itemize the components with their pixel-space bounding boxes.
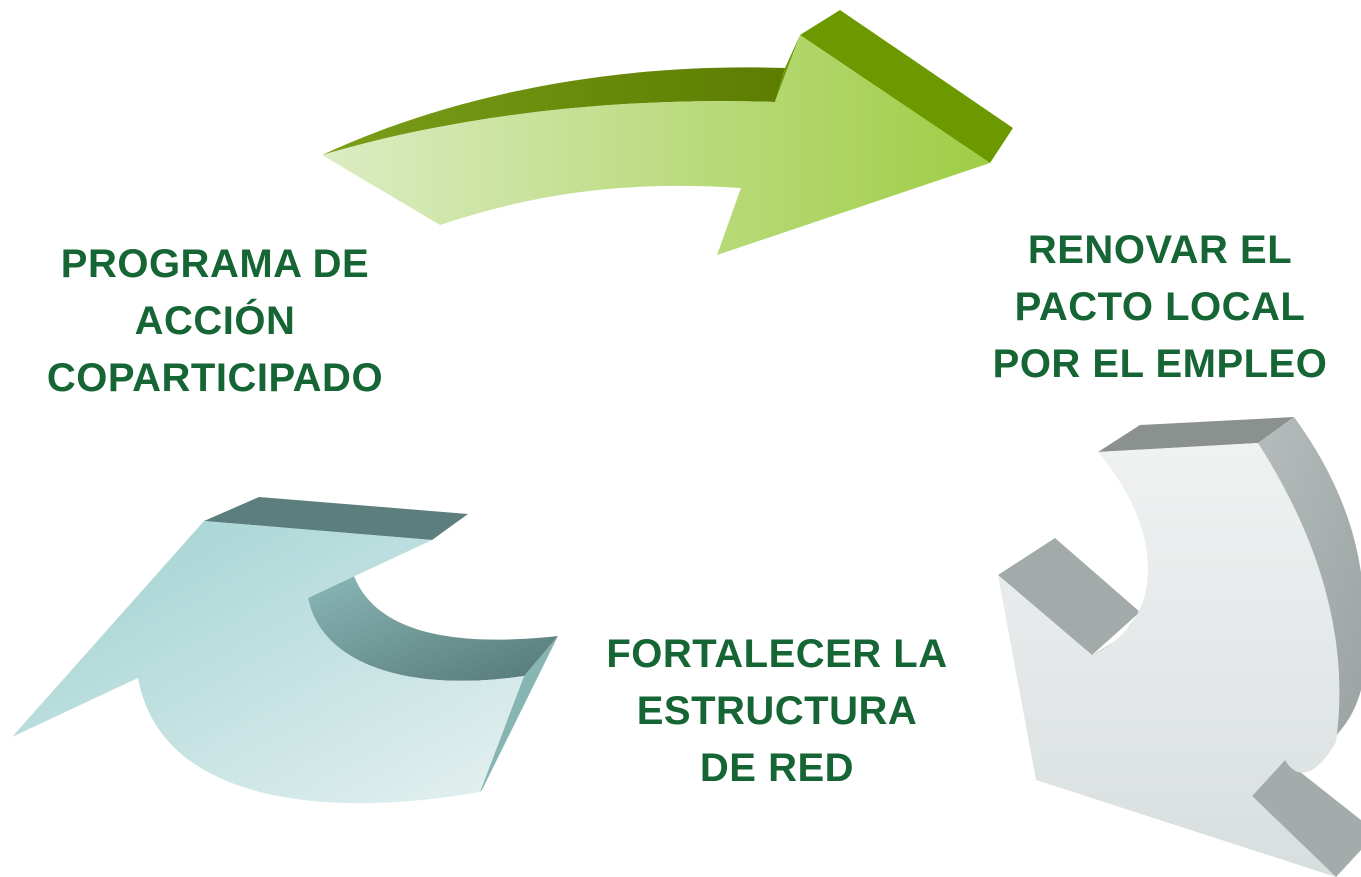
gray-arrow-head-right-bevel — [1252, 760, 1361, 877]
stage-label-renovar: RENOVAR EL PACTO LOCAL POR EL EMPLEO — [990, 222, 1330, 393]
stage-label-line: POR EL EMPLEO — [992, 342, 1328, 386]
stage-label-line: FORTALECER LA — [606, 632, 948, 676]
stage-label-line: RENOVAR EL — [1027, 228, 1293, 272]
green-curved-arrow — [322, 10, 1013, 255]
green-arrow-face — [322, 35, 990, 255]
stage-label-line: COPARTICIPADO — [46, 356, 384, 400]
gray-arrow-head-left-bevel — [998, 538, 1140, 655]
stage-label-programa: PROGRAMA DE ACCIÓN COPARTICIPADO — [30, 236, 400, 407]
stage-label-line: PROGRAMA DE — [60, 242, 370, 286]
stage-label-line: DE RED — [699, 746, 855, 790]
gray-curved-arrow — [998, 417, 1361, 877]
gray-arrow-tail-top — [1098, 417, 1294, 452]
stage-label-fortalecer: FORTALECER LA ESTRUCTURA DE RED — [592, 626, 962, 797]
gray-arrow-face — [998, 443, 1340, 877]
green-arrow-shaft-top — [322, 67, 785, 155]
teal-curved-arrow — [12, 497, 558, 804]
teal-arrow-top-bevel — [204, 497, 468, 540]
teal-arrow-inner-wall — [308, 576, 558, 681]
green-arrow-head-top — [800, 10, 1013, 163]
stage-label-line: ACCIÓN — [134, 299, 296, 343]
stage-label-line: ESTRUCTURA — [636, 689, 918, 733]
teal-arrow-face — [12, 521, 524, 804]
stage-label-line: PACTO LOCAL — [1014, 285, 1306, 329]
teal-arrow-tail-bevel — [480, 636, 558, 792]
